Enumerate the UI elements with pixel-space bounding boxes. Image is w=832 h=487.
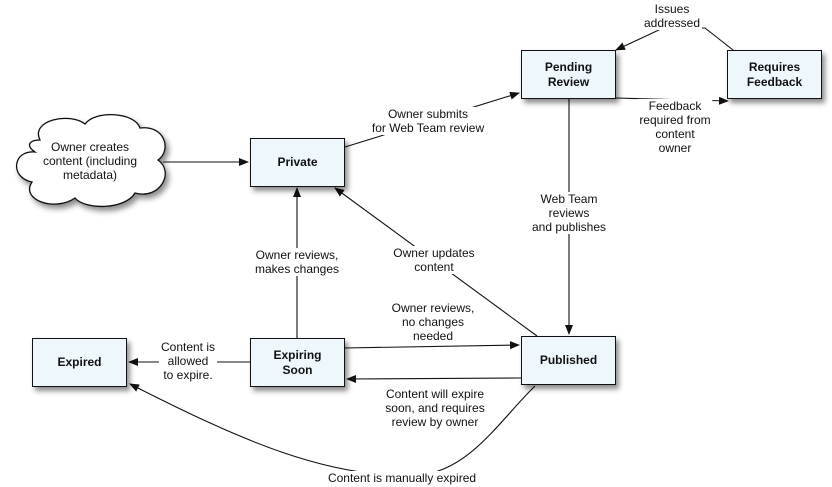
start-cloud-shape	[15, 113, 166, 208]
edge-label-update: Owner updates content	[391, 246, 477, 274]
edge-label-will-expire: Content will expire soon, and requires r…	[383, 387, 487, 429]
edge-label-no-changes: Owner reviews, no changes needed	[389, 301, 477, 343]
state-expiring-soon[interactable]: Expiring Soon	[250, 338, 345, 387]
edge-label-makes-changes: Owner reviews, makes changes	[252, 248, 342, 276]
edge-will-expire	[346, 374, 522, 383]
state-pending-review[interactable]: Pending Review	[521, 50, 616, 99]
edge-label-manual-expire: Content is manually expired	[325, 471, 479, 485]
edge-no-changes	[344, 341, 520, 350]
state-requires-feedback[interactable]: Requires Feedback	[727, 50, 822, 99]
start-label: Owner creates content (including metadat…	[42, 140, 138, 182]
edge-issues	[615, 27, 734, 51]
edge-label-issues: Issues addressed	[641, 2, 703, 30]
edge-label-allowed-expire: Content is allowed to expire.	[158, 340, 218, 382]
state-published[interactable]: Published	[521, 336, 616, 385]
state-private[interactable]: Private	[250, 138, 345, 187]
edge-label-publish: Web Team reviews and publishes	[529, 192, 609, 234]
edge-label-submit: Owner submits for Web Team review	[369, 107, 487, 135]
edge-label-feedback: Feedback required from content owner	[637, 99, 713, 155]
state-expired[interactable]: Expired	[32, 338, 127, 387]
